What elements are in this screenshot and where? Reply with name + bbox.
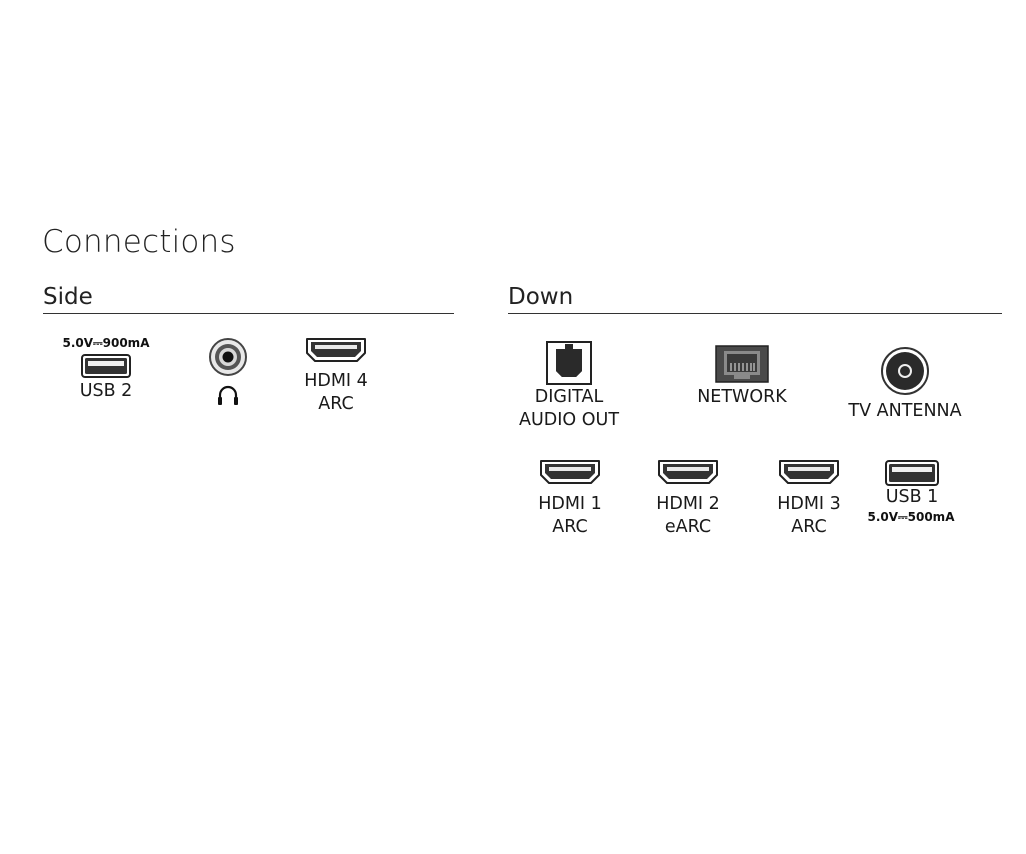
hdmi1-label-line1: HDMI 1: [538, 494, 602, 514]
hdmi4-label-line1: HDMI 4: [304, 371, 368, 391]
hdmi-icon: [778, 459, 840, 485]
tv-antenna-label: TV ANTENNA: [848, 401, 962, 421]
headphone-jack-icon: [208, 337, 248, 377]
usb-icon: [885, 460, 939, 486]
hdmi-icon: [539, 459, 601, 485]
digital-audio-label-line1: DIGITAL: [534, 387, 604, 407]
usb-icon: [81, 354, 131, 378]
digital-audio-label-line2: AUDIO OUT: [518, 410, 620, 430]
coax-icon: [880, 346, 930, 396]
hdmi1-label-line2: ARC: [552, 517, 588, 537]
hdmi-icon: [305, 337, 367, 363]
hdmi4-label-line2: ARC: [318, 394, 354, 414]
section-title-side: Side: [43, 284, 93, 310]
hdmi2-label-line2: eARC: [664, 517, 712, 537]
ethernet-icon: [715, 345, 769, 383]
page-title: Connections: [42, 224, 236, 260]
section-divider-side: [43, 313, 454, 314]
usb1-spec: 5.0V⎓500mA: [867, 510, 955, 524]
hdmi2-label-line1: HDMI 2: [656, 494, 720, 514]
usb2-spec: 5.0V⎓900mA: [62, 336, 150, 350]
network-label: NETWORK: [697, 387, 787, 407]
hdmi-icon: [657, 459, 719, 485]
headphone-icon: [215, 383, 241, 409]
optical-icon: [546, 341, 592, 385]
section-divider-down: [508, 313, 1002, 314]
section-title-down: Down: [508, 284, 574, 310]
hdmi3-label-line2: ARC: [791, 517, 827, 537]
usb1-label: USB 1: [885, 487, 939, 507]
usb2-label: USB 2: [79, 381, 133, 401]
hdmi3-label-line1: HDMI 3: [777, 494, 841, 514]
